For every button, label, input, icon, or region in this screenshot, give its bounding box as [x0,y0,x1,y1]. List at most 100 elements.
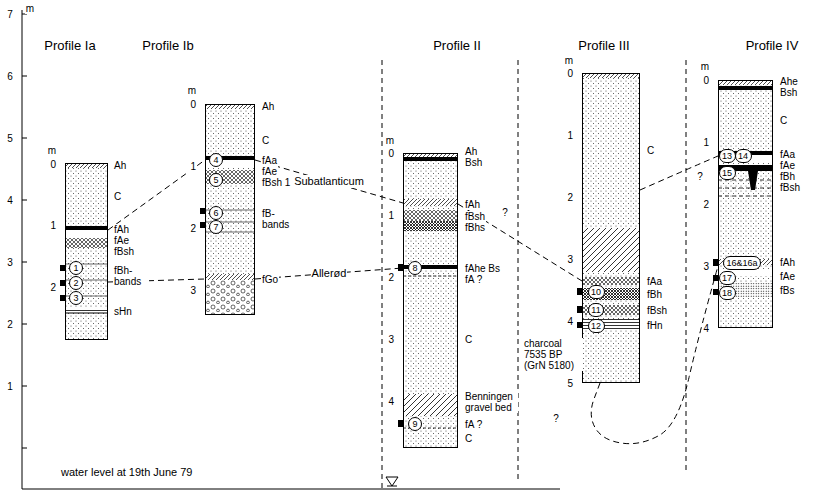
axis-number: 2 [387,272,395,283]
soil-column-ia [65,238,108,248]
horizon-label: Ah [464,146,478,157]
sample-number-text: 7 [213,221,218,233]
axis-number: 2 [189,223,197,234]
profile-column: Profile III101112 [582,73,640,383]
sample-number: 2 [69,276,83,290]
elevation-axis [22,76,27,77]
sample-number: 8 [408,261,422,275]
profile-column: Profile Ib4567 [205,104,255,315]
horizon-label: fBs [779,285,795,296]
horizon-name: Allerød [311,267,348,280]
soil-column-ii [403,276,458,277]
soil-column-iv [713,80,773,328]
axis-number: 0 [566,68,574,79]
horizon-label: C [113,191,122,202]
axis-number: m [25,3,35,14]
horizon-label: fBsh [779,182,801,193]
horizon-label: C [261,135,270,146]
axis-number: m [564,55,574,66]
axis-number: 0 [49,159,57,170]
section-divider [686,60,687,470]
soil-column-iv [718,180,773,196]
section-divider [518,60,519,480]
horizon-label: Ah [261,101,275,112]
horizon-label: fAe [261,166,278,177]
sample-number: 9 [408,417,422,431]
soil-column-iii [582,228,640,272]
sample-number-text: 15 [722,167,732,179]
uncertainty-mark: ? [696,171,704,182]
soil-column-ii [403,157,458,161]
horizon-label: fAh [779,257,796,268]
profile-column: Profile Ia123 [65,163,108,340]
axis-number: 1 [387,210,395,221]
horizon-label: fBsh [113,246,135,257]
sample-number-text: 14 [738,150,748,162]
axis-number: 1 [6,381,14,392]
soil-column-iv [718,188,773,189]
sample-number: 4 [209,153,223,167]
horizon-label: fHn [646,320,664,331]
sample-number-text: 1 [73,262,78,274]
sample-number-text: 17 [722,272,732,284]
axis-number: 1 [189,161,197,172]
soil-column-iii [582,73,640,383]
horizon-label: Bsh [779,87,798,98]
sample-number: 17 [719,271,736,285]
sample-number: 16&16a [723,256,761,270]
note: charcoal 7535 BP (GrN 5180) [523,338,583,371]
horizon-label: C [464,433,473,444]
axis-number: 1 [566,130,574,141]
horizon-label: fB- bands [261,208,297,230]
horizon-label: fAe [113,235,130,246]
section-divider [382,60,686,489]
elevation-axis [22,262,27,263]
profile-title: Profile Ib [142,38,193,53]
correlation-line [108,160,205,230]
axis-number: 4 [702,323,710,334]
soil-column-ia [65,226,108,230]
elevation-axis [22,10,560,489]
uncertainty-mark: ? [501,207,509,218]
soil-column-iv [718,196,773,197]
sample-number: 5 [209,173,223,187]
horizon-label: fBsh [646,305,668,316]
sample-number: 10 [588,285,605,299]
soil-column-iii [577,73,640,383]
axis-number: m [385,135,395,146]
sample-number-text: 18 [722,287,732,299]
sample-number: 1 [69,261,83,275]
elevation-axis [22,386,27,387]
soil-column-ii [403,210,458,221]
water-level-symbol [386,477,398,486]
axis-number: 4 [387,396,395,407]
soil-column-ia [65,230,108,237]
uncertainty-mark: ? [552,413,560,424]
profile-title: Profile II [433,38,481,53]
horizon-label: fAa [779,149,796,160]
elevation-axis [22,14,27,15]
soil-column-ia [65,313,108,314]
elevation-axis [22,489,560,490]
soil-column-ii [398,153,458,448]
profile-title: Profile III [578,38,629,53]
axis-number: 4 [6,195,14,206]
sample-number: 3 [69,291,83,305]
axis-number: 3 [6,257,14,268]
axis-number: 3 [566,254,574,265]
elevation-axis [22,200,27,201]
horizon-label: fAe [779,160,796,171]
horizon-label: fAa [261,155,278,166]
sample-number-text: 2 [73,277,78,289]
axis-number: 2 [702,199,710,210]
elevation-axis [22,324,27,325]
horizon-label: sHn [113,306,133,317]
axis-number: 1 [49,220,57,231]
sample-number-text: 13 [722,150,732,162]
horizon-label: fBh- bands [113,265,149,287]
horizon-label: Benningen gravel bed [464,391,518,413]
correlation-line [458,204,582,281]
profile-title: Profile IV [746,38,799,53]
sample-number-text: 3 [73,292,78,304]
